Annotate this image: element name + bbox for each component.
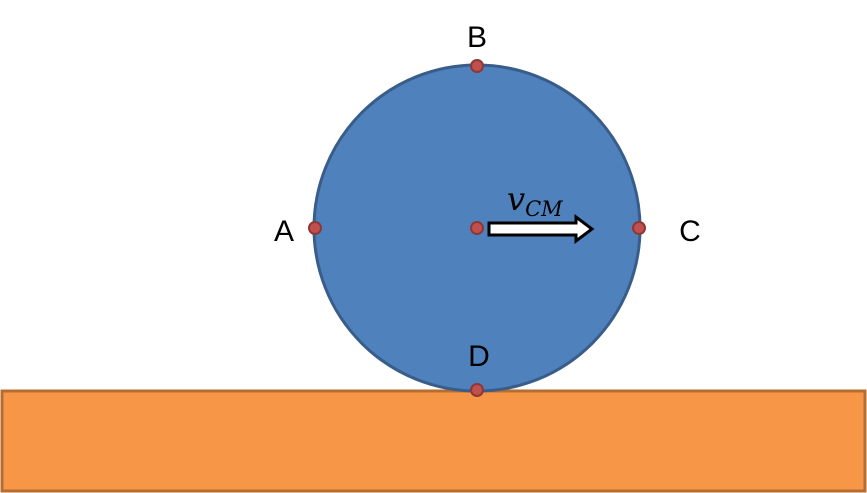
point-d: [470, 383, 484, 397]
ground-surface: [0, 389, 867, 493]
label-a: A: [274, 215, 294, 248]
velocity-arrow: [487, 214, 595, 244]
label-c: C: [679, 215, 701, 248]
point-a: [308, 221, 322, 235]
point-center: [470, 221, 484, 235]
velocity-label: vCM: [507, 180, 563, 221]
label-b: B: [467, 21, 487, 54]
point-c: [632, 221, 646, 235]
velocity-subscript: CM: [525, 197, 563, 221]
point-b: [470, 59, 484, 73]
label-d: D: [468, 340, 490, 373]
velocity-symbol: v: [507, 180, 525, 218]
